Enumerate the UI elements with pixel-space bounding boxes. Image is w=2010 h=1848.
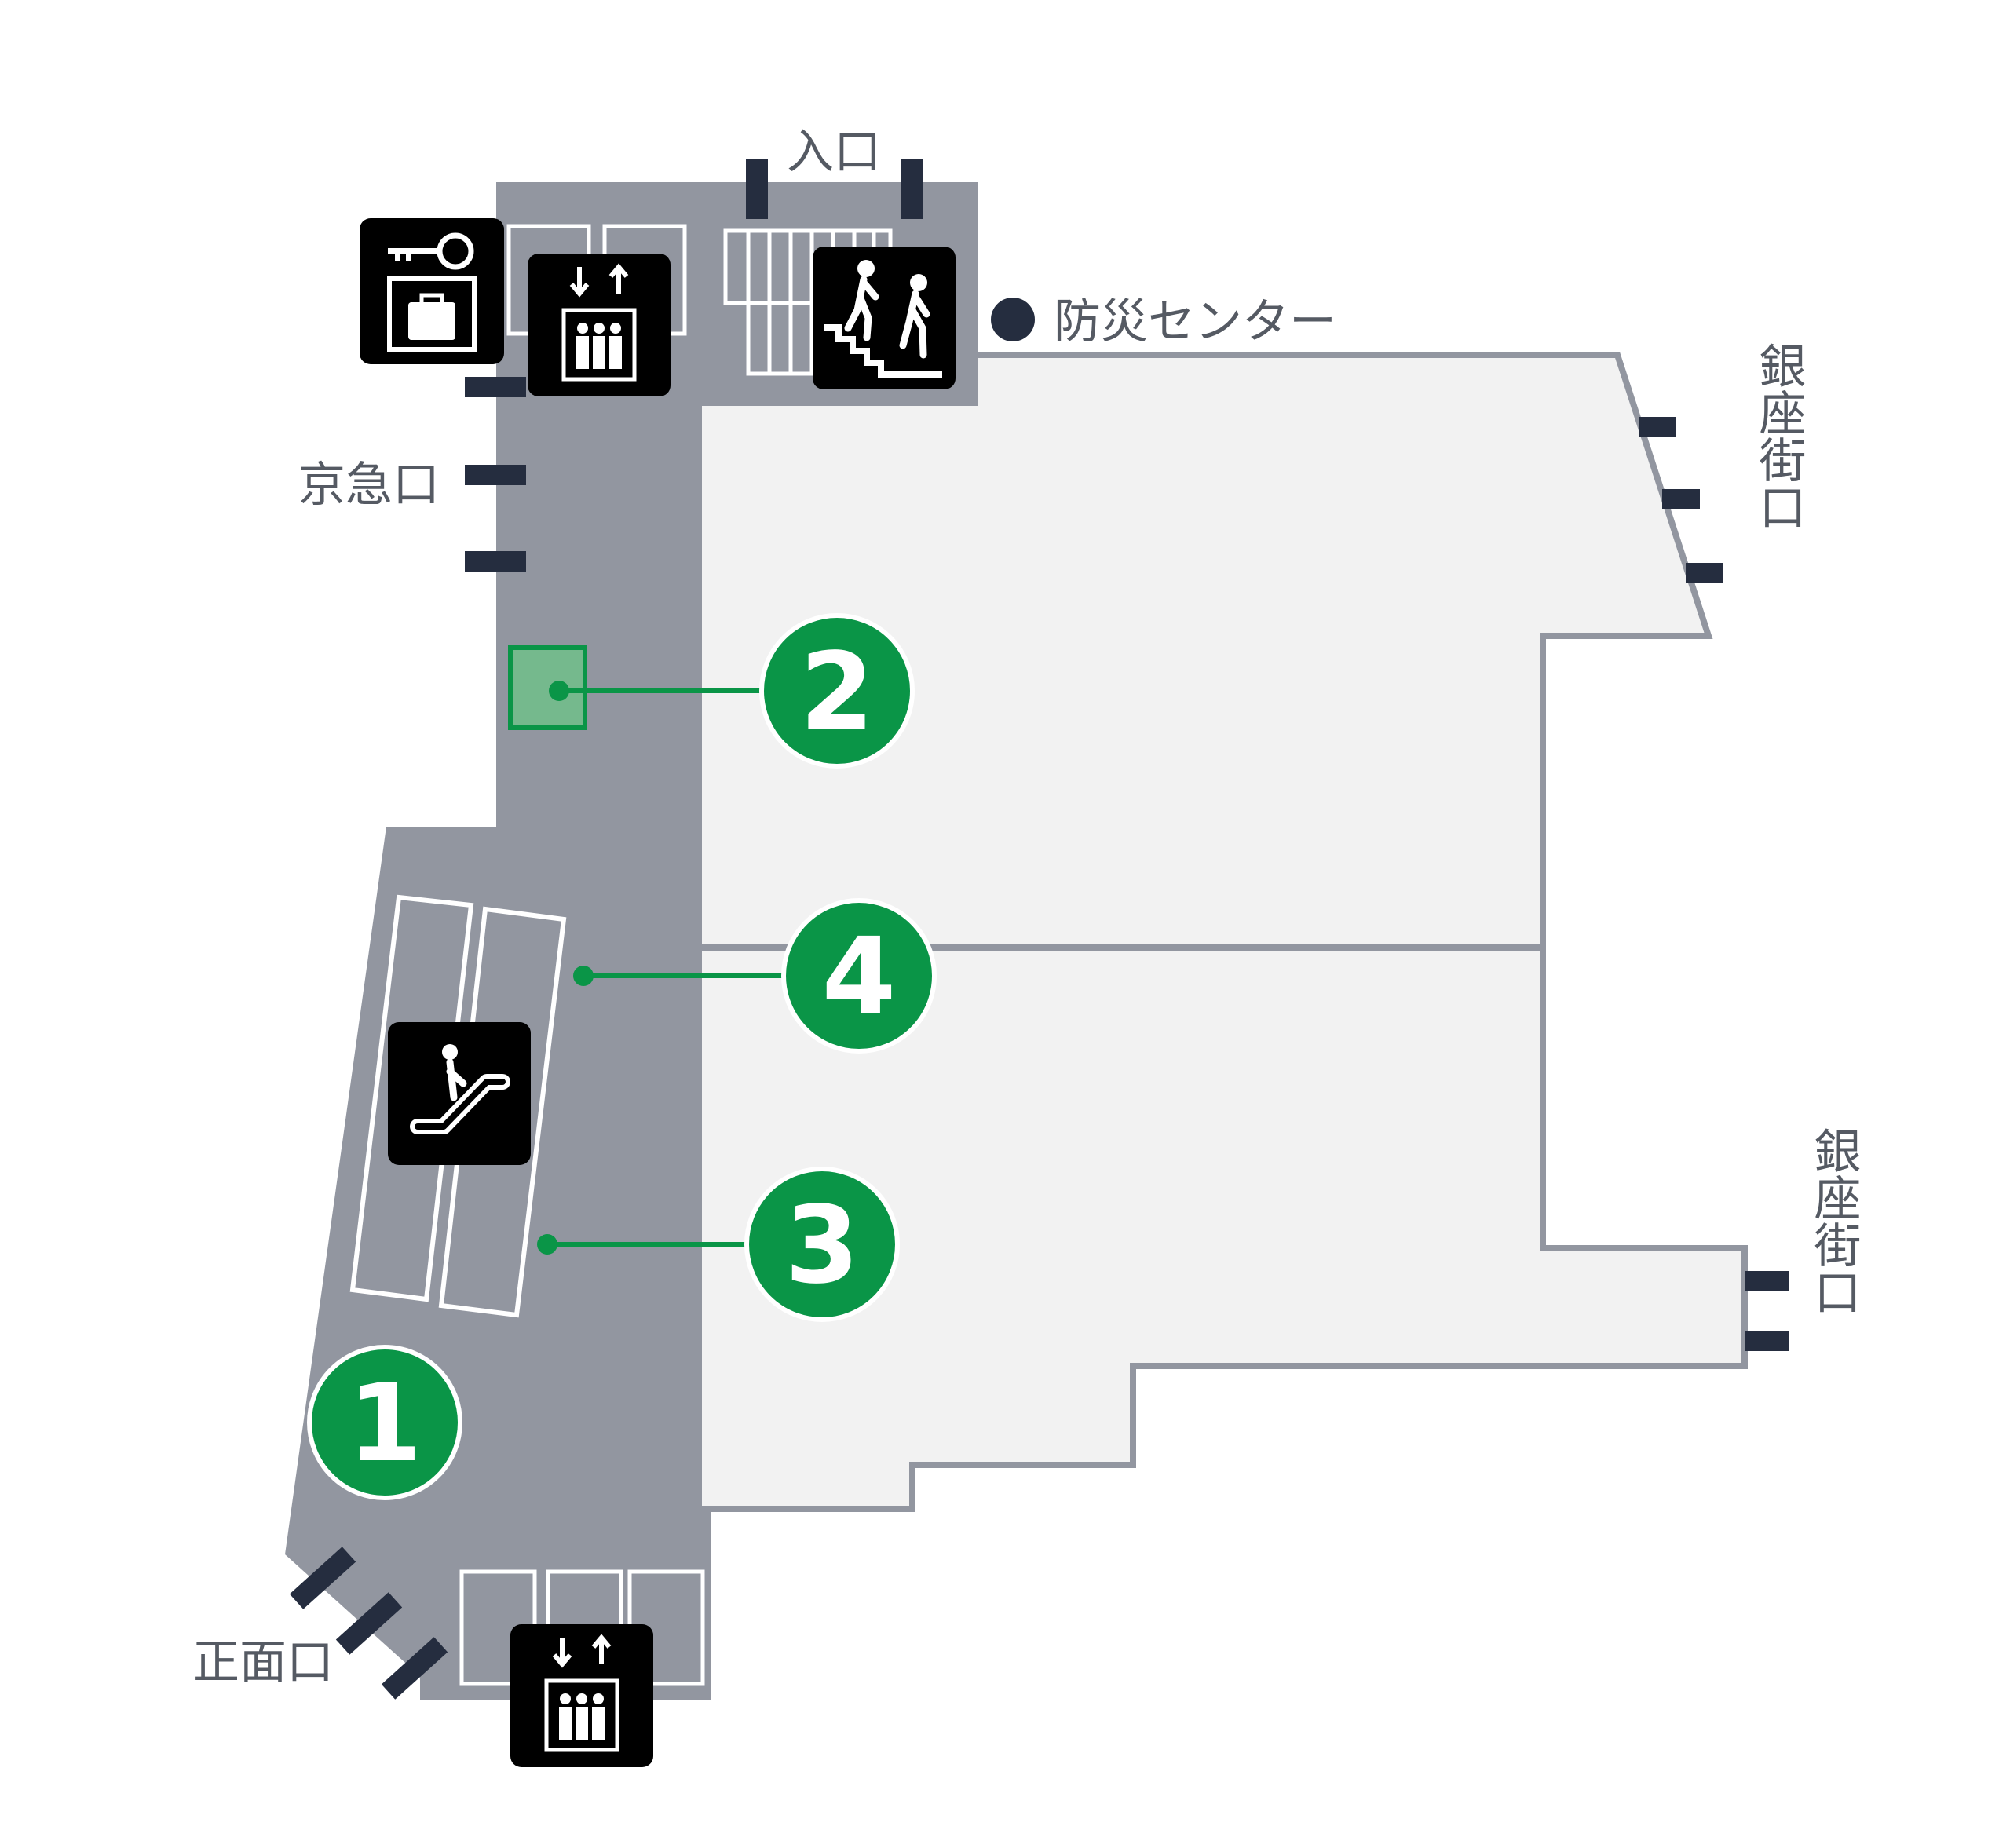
disaster-center-dot [991,298,1035,341]
escalator-icon [388,1022,531,1165]
ginza-exit-label-upper: 銀座街口 [1751,341,1806,530]
front-exit-label: 正面口 [192,1635,334,1690]
escalator-strips [349,894,567,1318]
marker-1[interactable]: 1 [307,1345,462,1500]
doors [289,159,1789,1700]
marker-4-dot [573,966,594,986]
svg-text:3: 3 [785,1184,860,1308]
shop-area [696,352,1748,1512]
disaster-center-label: 防災センター [1054,294,1336,349]
elevator-icon [510,1624,653,1767]
elevator-icon [528,254,671,396]
marker-3-dot [537,1234,557,1255]
marker-3[interactable]: 3 [744,1167,900,1322]
svg-text:2: 2 [800,630,875,754]
corridor [285,182,978,1700]
entrance-label: 入口 [787,125,881,180]
svg-text:4: 4 [822,915,897,1039]
marker-2[interactable]: 2 [759,613,915,769]
ginza-exit-label-lower: 銀座街口 [1806,1127,1861,1315]
coin-locker-icon [360,218,504,364]
marker-4[interactable]: 4 [781,898,937,1054]
marker-2-area[interactable] [508,645,587,730]
svg-text:1: 1 [348,1362,422,1486]
keikyu-exit-label: 京急口 [298,458,440,513]
marker-2-dot [549,681,569,701]
stairs-icon [813,247,956,389]
